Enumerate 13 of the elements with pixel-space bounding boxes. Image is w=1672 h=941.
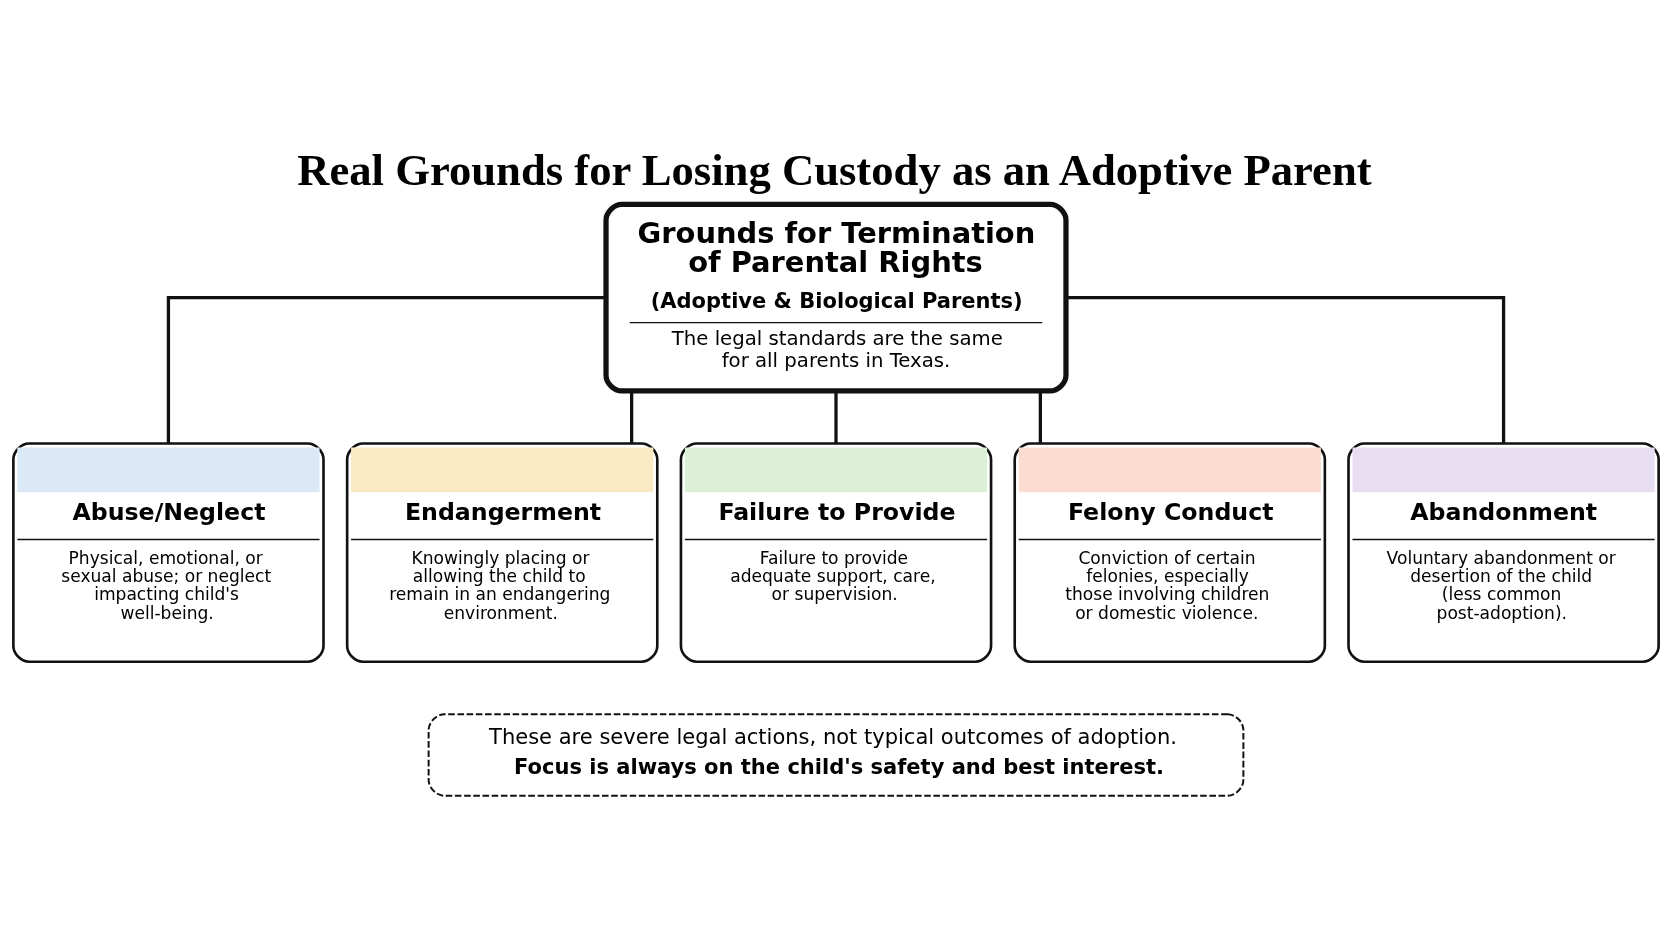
node-box: Abandonment Voluntary abandonment or desertion of the child (less common post-adoption). — [1347, 442, 1660, 663]
node-box: Grounds for Termination of Parental Rights (Adoptive & Biological Parents) The legal standards are the same for all parents in Texas. — [603, 201, 1069, 394]
connector — [834, 391, 838, 444]
diagram-title: Real Grounds for Losing Custody as an Adoptive Parent — [297, 144, 1372, 195]
connector — [166, 296, 606, 444]
connector — [630, 391, 634, 444]
connector — [1038, 391, 1042, 444]
connector — [1066, 296, 1506, 444]
node-box: Failure to Provide Failure to provide adequate support, care, or supervision. — [679, 442, 993, 663]
node-box: Abuse/Neglect Physical, emotional, or sexual abuse; or neglect impacting child's well-being. — [12, 442, 325, 663]
node-box: These are severe legal actions, not typical outcomes of adoption. Focus is always on the child's safety and best interest. — [427, 713, 1245, 797]
node-box: Felony Conduct Conviction of certain felonies, especially those involving children or domestic violence. — [1013, 442, 1327, 663]
node-box: Endangerment Knowingly placing or allowing the child to remain in an endangering environment. — [345, 442, 659, 663]
